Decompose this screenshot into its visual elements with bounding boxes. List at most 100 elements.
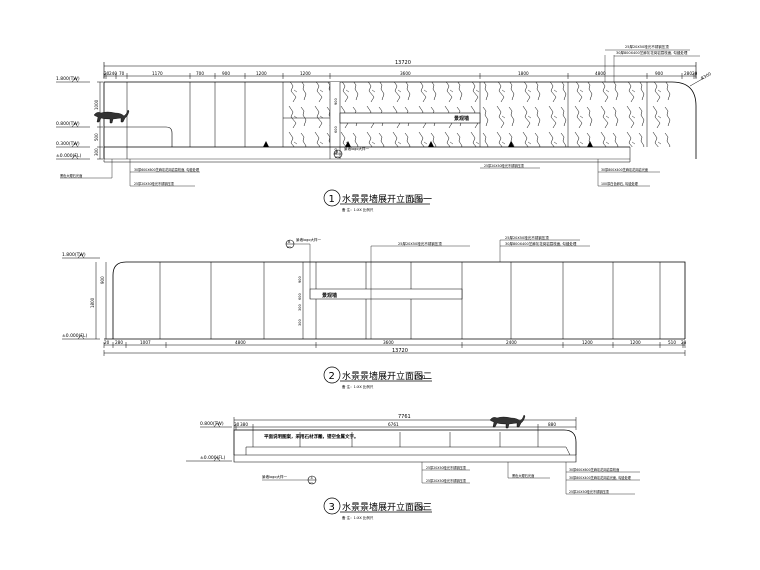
e2-note-3: 30厚800X400芝麻灰花岗岩荔枝面, 勾缝处理 [505,241,577,246]
e2-note-2: 25厚20X50哑光不锈钢压顶 [505,235,549,240]
e1-vdim-0: 1000 [94,99,99,110]
e3-ref-bottom: LD- [309,481,314,485]
e1-dim-5: 900 [222,71,230,76]
e2-vdim-0: 1800 [90,297,95,308]
e3-note: 备 注：1:XX 比例尺 [342,515,374,520]
e1-number: 1 [329,194,335,205]
e1-dim-4: 700 [196,71,204,76]
e2-total-dim: 13720 [392,348,408,354]
e3-note-3: 30厚600X600芝麻灰花岗岩荔枝面 [569,467,619,472]
e3-title: 水景景墙展开立面图三 [342,501,432,513]
elevation-2-wall: 景观墙 [104,261,686,340]
e3-note-1: 25厚20X50哑光不锈钢压顶 [426,478,467,483]
e3-number: 3 [329,502,335,513]
elevation-3-notes: 25厚20X50哑光不锈钢压顶 25厚20X50哑光不锈钢压顶 黑色大理石光面 … [421,462,640,495]
e1-level-4: ±0.000(FL) [56,153,82,159]
elevation-2-section-ref: B LD- 景墙logo大样一 [285,237,321,289]
e1-dim-3: 1170 [152,71,163,76]
e3-ref-label: 景墙logo大样一 [262,474,287,479]
e2-dim-4: 3600 [383,340,394,345]
e3-note-0: 25厚20X50哑光不锈钢压顶 [426,465,467,470]
e2-level-2: ±0.000(FL) [62,333,88,339]
e3-scale: 1:30 [414,506,425,512]
elevation-1-levels: 1.800(TW) 0.800(TW) 0.300(TW) ±0.000(FL) [56,76,90,160]
elevation-1-bottom-notes: 黑色大理石光面 30厚600X600芝麻灰花岗岩荔枝面, 勾缝处理 25厚20X… [60,159,660,187]
e1-scale: 1:30 [412,198,423,204]
e2-number: 2 [329,371,335,382]
elevation-1-section-ref: B LD- 景墙logo大样一 [333,146,369,159]
e1-level-3: 0.300(TW) [56,141,80,147]
e1-cvdim-1: 600 [334,126,338,133]
elevation-3-section-ref: 景墙logo大样一 4 LD- [262,474,317,485]
e2-dim-9: 20 [681,340,687,345]
e1-dim-6: 1200 [256,71,267,76]
e1-top-note-1: 25厚20X50哑光不锈钢压顶 [625,44,669,49]
e2-vdim-2: 900 [298,276,302,283]
e1-cvdim-0: 900 [334,98,338,105]
tiger-sculpture-icon [93,109,130,124]
e2-note-1: 25厚20X50哑光不锈钢压顶 [398,241,442,246]
elevation-3-wall: 平面说明图案，采用石材浮雕，镂空金属文字。 [233,429,577,463]
e2-ref-bottom: LD- [287,245,292,249]
elevation-1-total-dim: 13720 [395,60,411,66]
e3-note-2: 黑色大理石光面 [512,473,534,478]
e2-vdim-1: 900 [100,276,105,284]
e3-level-2: ±0.000(FL) [200,455,226,461]
e2-vdim-4: 300 [298,304,302,311]
e2-dim-8: 510 [668,340,676,345]
elevation-1-segment-dimensions: 20 240 70 1170 700 900 1200 1200 3600 18… [103,71,698,79]
elevation-3-title-block: 3 水景景墙展开立面图三 1:30 备 注：1:XX 比例尺 [323,497,432,520]
elevation-1-top-notes: 25厚20X50哑光不锈钢压顶 30厚800X400芝麻灰花岗岩荔枝面, 勾缝处… [604,44,700,82]
e1-ref-label: 景墙logo大样一 [344,146,369,151]
e2-dim-5: 2400 [506,340,517,345]
e1-corner-radius: R300 [700,71,712,81]
elevation-2-title-block: 2 水景景墙展开立面图二 1:30 备 注：1:XX 比例尺 [323,366,432,389]
e1-title: 水景景墙展开立面图一 [342,193,432,205]
e1-top-note-2: 30厚800X400芝麻灰花岗岩荔枝面, 勾缝处理 [616,50,688,55]
elevation-3: 7761 20 380 6761 880 0.800(TW) ±0.000(FL… [186,414,640,520]
e1-dim-1: 240 [109,71,117,76]
e1-level-1: 1.800(TW) [56,76,80,82]
e1-dim-8: 3600 [400,71,411,76]
elevation-1: 13720 20 240 70 1170 700 900 1200 1200 [56,44,712,212]
e2-note: 备 注：1:XX 比例尺 [342,384,374,389]
e1-bottom-note-2: 25厚20X50哑光不锈钢压顶 [134,181,175,186]
e3-ref-top: 4 [311,476,314,480]
e3-dim-2: 880 [548,422,556,427]
tiger-sculpture-icon [489,414,526,429]
e1-dim-7: 1200 [300,71,311,76]
elevation-1-left-vertical-dims: 1000 500 300 [94,81,103,160]
e1-dim-11: 900 [655,71,663,76]
e2-dim-1: 280 [115,340,123,345]
e2-title: 水景景墙展开立面图二 [342,370,432,382]
e2-ref-label: 景墙logo大样一 [296,237,321,242]
e2-ref-top: B [288,240,291,244]
e1-ref-bottom: LD- [335,155,340,159]
elevation-3-levels: 0.800(TW) ±0.000(FL) [186,421,232,462]
e1-ref-top: B [336,150,339,154]
elevation-2-notes: 25厚20X50哑光不锈钢压顶 25厚20X50哑光不锈钢压顶 30厚800X4… [370,235,590,339]
e2-dim-6: 1200 [582,340,593,345]
e1-note: 备 注：1:XX 比例尺 [342,207,374,212]
e2-level-1: 1.800(TW) [62,252,86,258]
elevation-1-title-block: 1 水景景墙展开立面图一 1:30 备 注：1:XX 比例尺 [323,189,432,212]
e1-bottom-note-5: 100厚白色卵石, 勾缝处理 [601,181,639,186]
elevation-2-levels: 1.800(TW) ±0.000(FL) [62,252,100,340]
e1-vdim-1: 500 [94,133,99,141]
e1-dim-13: 20 [692,71,698,76]
e1-dim-12: 280 [684,71,692,76]
e3-note-4: 30厚800X400芝麻灰花岗岩光面, 勾缝处理 [569,475,632,480]
elevation-2-bottom-dimensions: 20 280 1007 4800 3600 2400 1200 1200 510… [103,340,687,356]
e1-dim-0: 20 [104,71,110,76]
e1-bottom-note-4: 30厚800X400芝麻灰花岗岩光面 [601,167,648,172]
elevation-2-vertical-dims: 1800 900 900 600 300 300 [90,262,304,339]
e1-bottom-note-0: 黑色大理石光面 [60,173,82,178]
e3-note-5: 25厚20X50哑光不锈钢压顶 [569,489,610,494]
elevation-1-wall: 景观墙 900 600 300 R300 [103,71,712,163]
e1-bottom-note-1: 30厚600X600芝麻灰花岗岩荔枝面, 勾缝处理 [134,167,200,172]
e1-logo-text: 景观墙 [454,115,469,122]
e2-logo-text: 景观墙 [322,292,337,299]
e1-dim-9: 1800 [518,71,529,76]
e3-dim-1: 380 [240,422,248,427]
